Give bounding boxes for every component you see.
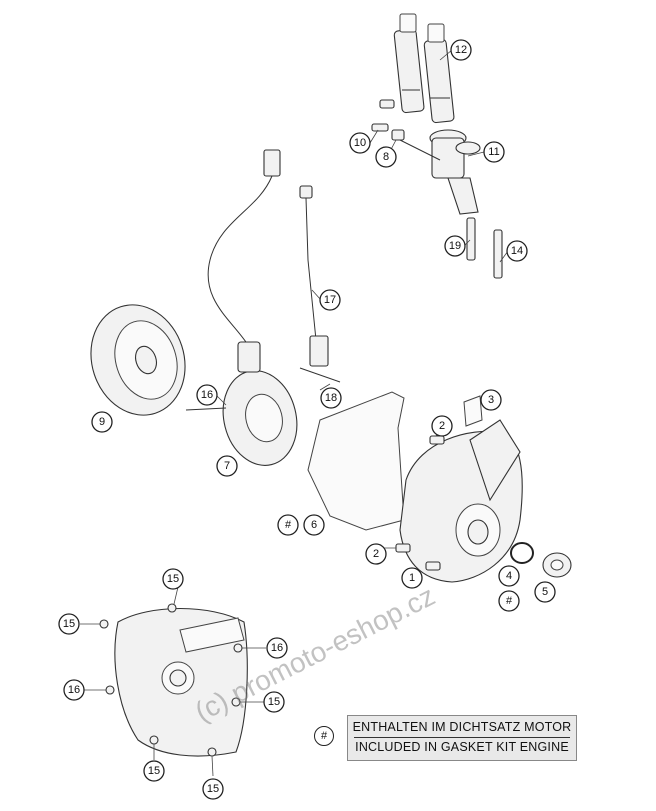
generator-cover-front-view bbox=[99, 603, 248, 757]
svg-text:15: 15 bbox=[167, 573, 179, 585]
svg-text:16: 16 bbox=[201, 389, 213, 401]
gasket-note-english: INCLUDED IN GASKET KIT ENGINE bbox=[355, 740, 569, 754]
spark-plugs bbox=[466, 217, 503, 279]
callout-15-bottom-left: 15 bbox=[143, 760, 165, 782]
svg-text:1: 1 bbox=[409, 572, 415, 584]
svg-text:2: 2 bbox=[373, 548, 379, 560]
svg-text:15: 15 bbox=[63, 618, 75, 630]
callout-hash-gasket: # bbox=[277, 514, 299, 536]
svg-text:11: 11 bbox=[488, 146, 499, 158]
svg-text:12: 12 bbox=[455, 44, 467, 56]
svg-text:3: 3 bbox=[488, 394, 494, 406]
callout-17: 17 bbox=[319, 289, 341, 311]
callout-10: 10 bbox=[349, 132, 371, 154]
callout-8: 8 bbox=[375, 146, 397, 168]
callout-4: 4 bbox=[498, 565, 520, 587]
callout-7: 7 bbox=[216, 455, 238, 477]
callout-6: 6 bbox=[303, 514, 325, 536]
callout-15-left: 15 bbox=[58, 613, 80, 635]
callout-11: 11 bbox=[483, 141, 505, 163]
gasket-kit-note: ENTHALTEN IM DICHTSATZ MOTOR INCLUDED IN… bbox=[347, 715, 577, 761]
svg-text:15: 15 bbox=[268, 696, 280, 708]
callout-2-upper: 2 bbox=[431, 415, 453, 437]
svg-text:6: 6 bbox=[311, 519, 317, 531]
callout-15-top: 15 bbox=[162, 568, 184, 590]
callout-hash-o-ring: # bbox=[498, 590, 520, 612]
gasket-note-german: ENTHALTEN IM DICHTSATZ MOTOR bbox=[352, 720, 572, 734]
svg-text:#: # bbox=[506, 595, 513, 607]
callout-16-right: 16 bbox=[266, 637, 288, 659]
svg-text:#: # bbox=[285, 519, 292, 531]
svg-text:4: 4 bbox=[506, 570, 512, 582]
svg-text:15: 15 bbox=[207, 783, 219, 795]
gasket-kit-symbol: # bbox=[314, 726, 334, 746]
generator-cover bbox=[399, 395, 523, 583]
svg-text:14: 14 bbox=[511, 245, 523, 257]
svg-text:7: 7 bbox=[224, 460, 230, 472]
stator-cable bbox=[207, 149, 341, 383]
svg-text:10: 10 bbox=[354, 137, 366, 149]
callout-1: 1 bbox=[401, 567, 423, 589]
gasket-note-divider bbox=[354, 737, 570, 738]
svg-text:19: 19 bbox=[449, 240, 461, 252]
stator bbox=[185, 341, 298, 466]
svg-text:2: 2 bbox=[439, 420, 445, 432]
gasket bbox=[307, 391, 405, 531]
callout-14: 14 bbox=[506, 240, 528, 262]
svg-text:16: 16 bbox=[271, 642, 283, 654]
callout-15-right: 15 bbox=[263, 691, 285, 713]
sensor-assembly bbox=[399, 129, 481, 215]
screws-top bbox=[371, 99, 405, 141]
flywheel bbox=[90, 304, 186, 416]
callout-16-stator-bolt: 16 bbox=[196, 384, 218, 406]
callout-19: 19 bbox=[444, 235, 466, 257]
ignition-coils bbox=[393, 13, 455, 124]
svg-text:18: 18 bbox=[325, 392, 337, 404]
svg-text:5: 5 bbox=[542, 586, 548, 598]
callout-3: 3 bbox=[480, 389, 502, 411]
svg-text:17: 17 bbox=[324, 294, 336, 306]
callout-2-lower: 2 bbox=[365, 543, 387, 565]
callout-15-bottom-right: 15 bbox=[202, 778, 224, 800]
svg-text:9: 9 bbox=[99, 416, 105, 428]
callout-18: 18 bbox=[320, 387, 342, 409]
callout-12: 12 bbox=[450, 39, 472, 61]
o-ring-and-plug bbox=[510, 542, 572, 578]
svg-text:15: 15 bbox=[148, 765, 160, 777]
callout-16-left: 16 bbox=[63, 679, 85, 701]
svg-text:8: 8 bbox=[383, 151, 389, 163]
callout-5: 5 bbox=[534, 581, 556, 603]
svg-text:16: 16 bbox=[68, 684, 80, 696]
callout-9: 9 bbox=[91, 411, 113, 433]
leader-lines bbox=[80, 49, 509, 777]
